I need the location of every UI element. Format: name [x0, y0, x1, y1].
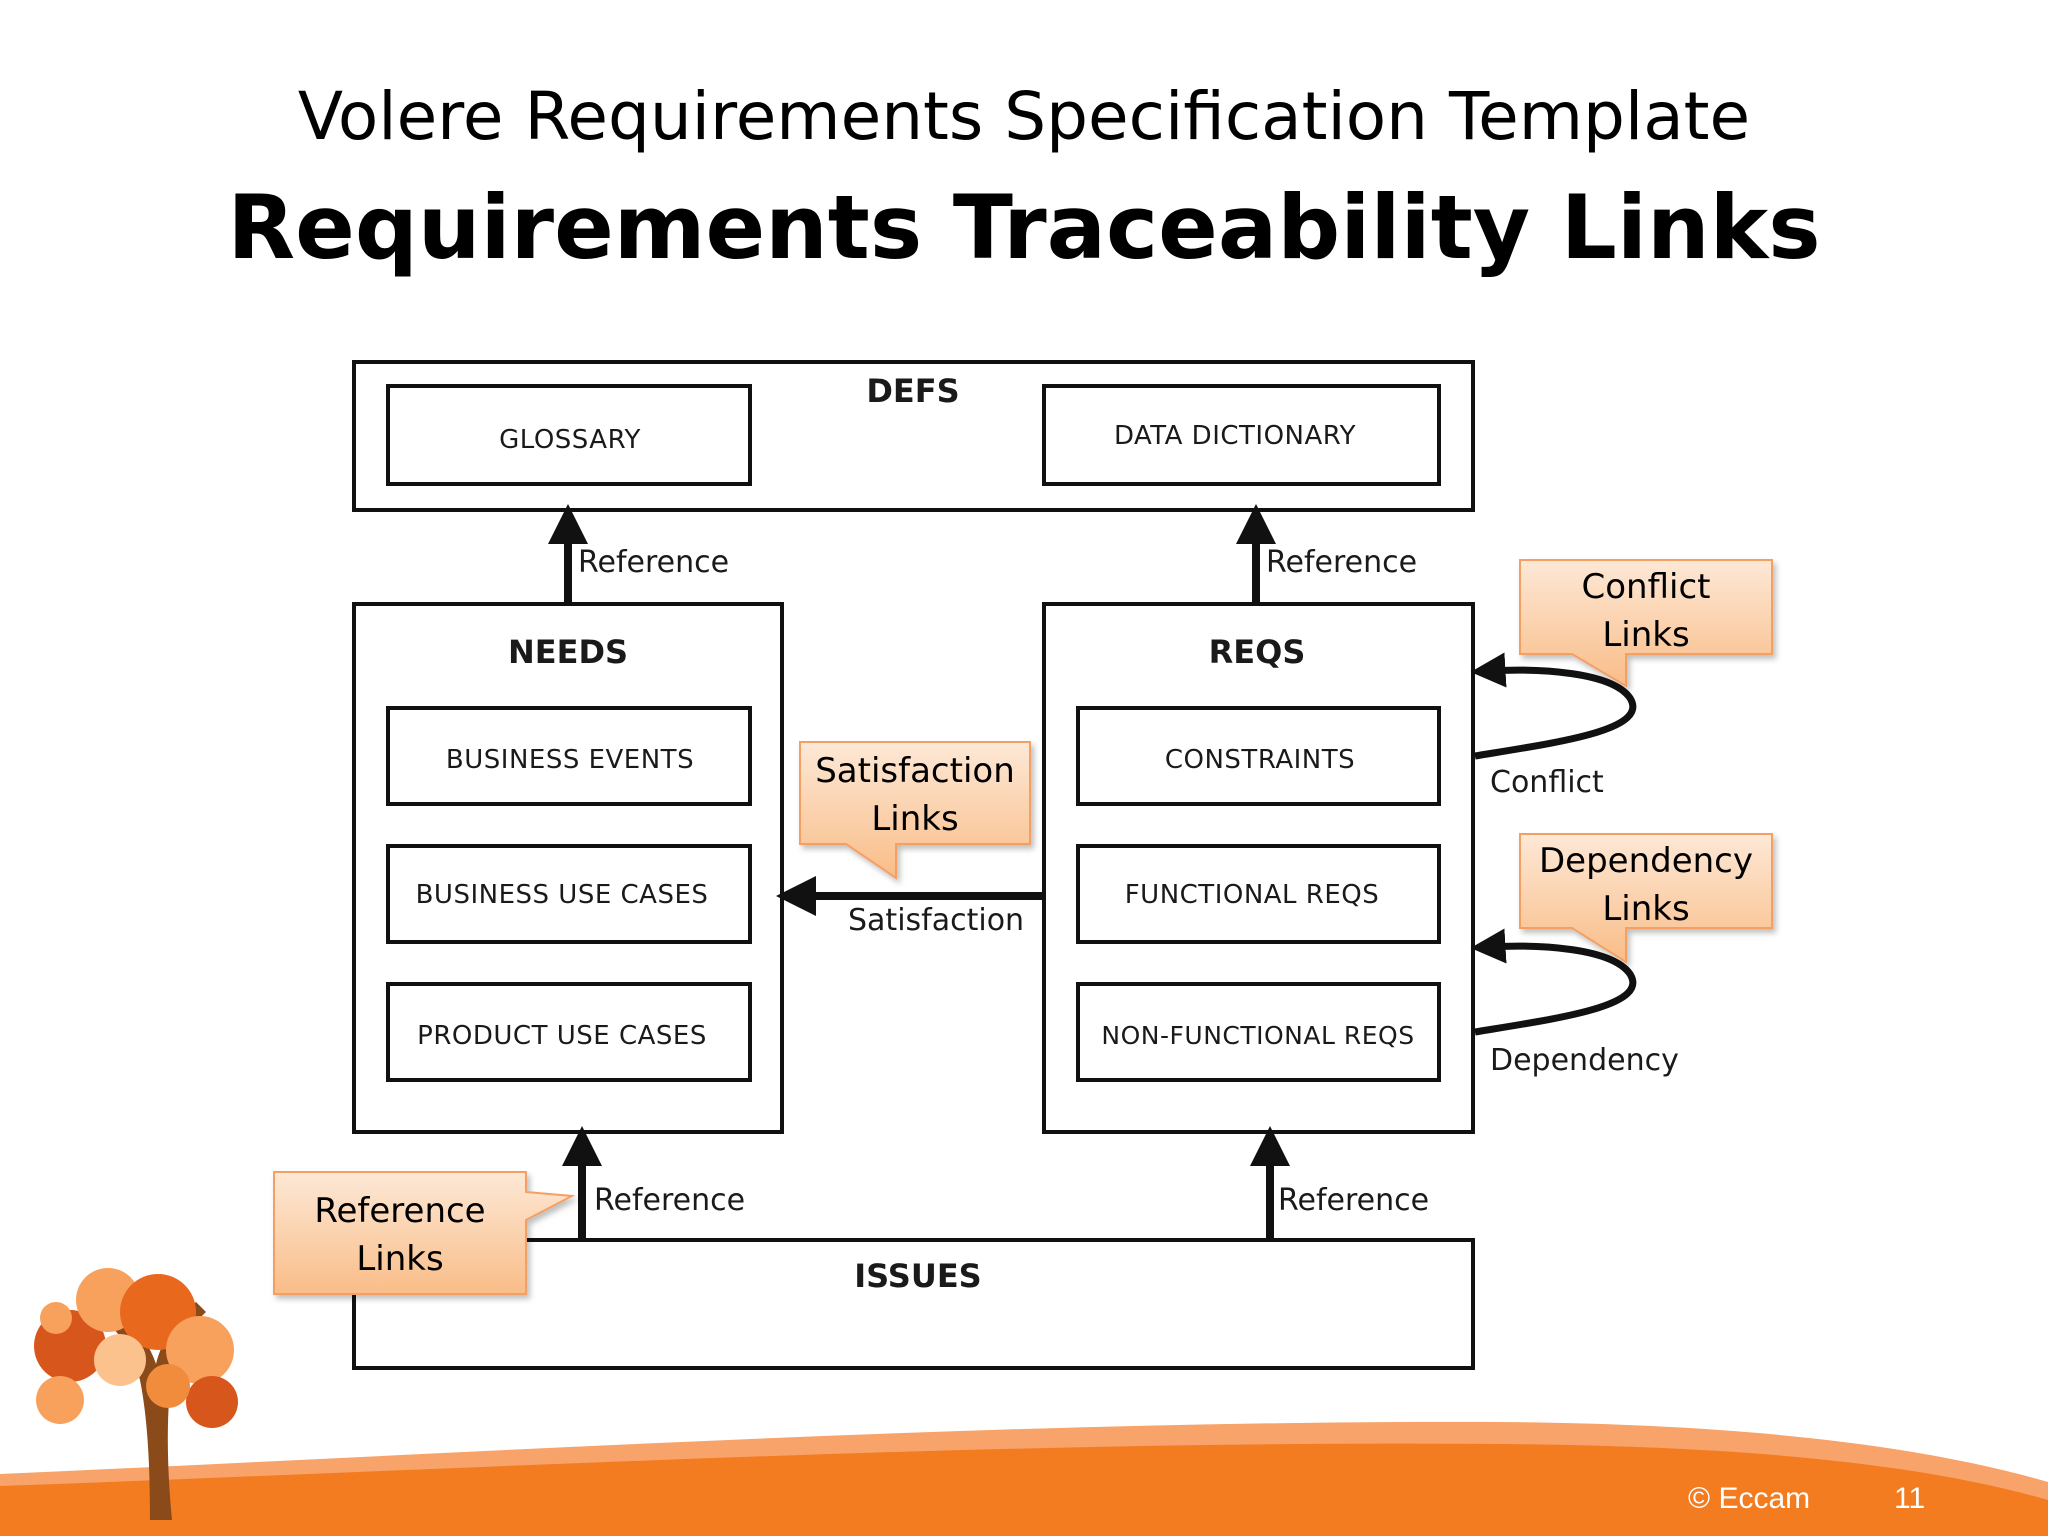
data-dictionary-label: DATA DICTIONARY — [1114, 421, 1356, 451]
slide-subtitle: Volere Requirements Specification Templa… — [297, 78, 1751, 155]
reference-label-issues-reqs: Reference — [1278, 1183, 1429, 1218]
defs-label: DEFS — [866, 372, 959, 410]
needs-label: NEEDS — [508, 633, 628, 671]
slide-title: Requirements Traceability Links — [227, 176, 1821, 279]
non-functional-reqs-label: NON-FUNCTIONAL REQS — [1101, 1021, 1414, 1050]
business-use-cases-label: BUSINESS USE CASES — [416, 880, 709, 910]
constraints-box: CONSTRAINTS — [1076, 706, 1441, 806]
reference-label-needs-defs: Reference — [578, 545, 729, 580]
callout-satisfaction-links: Satisfaction Links — [799, 741, 1031, 880]
needs-group: NEEDS BUSINESS EVENTS BUSINESS USE CASES… — [352, 602, 784, 1134]
reference-arrow-reqs-defs: Reference — [1236, 504, 1417, 604]
reference-arrow-issues-needs: Reference — [562, 1126, 745, 1240]
reference-label-issues-needs: Reference — [594, 1183, 745, 1218]
tree-logo — [34, 1268, 238, 1520]
satisfaction-label: Satisfaction — [848, 903, 1024, 938]
callout-satisfaction-line1: Satisfaction — [815, 751, 1015, 791]
callout-conflict-line1: Conflict — [1582, 567, 1711, 607]
dependency-label: Dependency — [1490, 1043, 1679, 1078]
callout-dependency-line2: Links — [1602, 889, 1689, 929]
constraints-label: CONSTRAINTS — [1165, 745, 1355, 775]
functional-reqs-label: FUNCTIONAL REQS — [1125, 880, 1380, 910]
non-functional-reqs-box: NON-FUNCTIONAL REQS — [1076, 982, 1441, 1082]
callout-conflict-line2: Links — [1602, 615, 1689, 655]
callout-dependency-links: Dependency Links — [1519, 833, 1773, 964]
callout-dependency-line1: Dependency — [1539, 841, 1753, 881]
callout-reference-links: Reference Links — [273, 1171, 576, 1295]
callout-reference-line2: Links — [356, 1239, 443, 1279]
reference-arrow-issues-reqs: Reference — [1250, 1126, 1429, 1240]
functional-reqs-box: FUNCTIONAL REQS — [1076, 844, 1441, 944]
conflict-loop-arrow: Conflict — [1470, 652, 1637, 800]
callout-conflict-links: Conflict Links — [1519, 559, 1773, 688]
business-use-cases-box: BUSINESS USE CASES — [386, 844, 752, 944]
callout-satisfaction-line2: Links — [871, 799, 958, 839]
business-events-box: BUSINESS EVENTS — [386, 706, 752, 806]
reference-label-reqs-defs: Reference — [1266, 545, 1417, 580]
business-events-label: BUSINESS EVENTS — [446, 745, 694, 775]
reference-arrow-needs-defs: Reference — [548, 504, 729, 604]
callout-reference-line1: Reference — [314, 1191, 485, 1231]
satisfaction-arrow: Satisfaction — [776, 876, 1044, 938]
reqs-label: REQS — [1209, 633, 1306, 671]
defs-group: DEFS GLOSSARY DATA DICTIONARY — [352, 360, 1475, 512]
glossary-label: GLOSSARY — [499, 425, 641, 455]
dependency-loop-arrow: Dependency — [1470, 928, 1679, 1078]
conflict-label: Conflict — [1490, 765, 1604, 800]
footer-copyright: © Eccam — [1688, 1482, 1810, 1515]
footer-page-number: 11 — [1894, 1482, 1925, 1515]
issues-box: ISSUES — [352, 1238, 1475, 1370]
product-use-cases-box: PRODUCT USE CASES — [386, 982, 752, 1082]
issues-label: ISSUES — [854, 1257, 981, 1295]
glossary-box: GLOSSARY — [386, 384, 752, 486]
reqs-group: REQS CONSTRAINTS FUNCTIONAL REQS NON-FUN… — [1042, 602, 1475, 1134]
product-use-cases-label: PRODUCT USE CASES — [417, 1021, 707, 1051]
footer-band: © Eccam 11 — [0, 1421, 2048, 1536]
data-dictionary-box: DATA DICTIONARY — [1042, 384, 1441, 486]
